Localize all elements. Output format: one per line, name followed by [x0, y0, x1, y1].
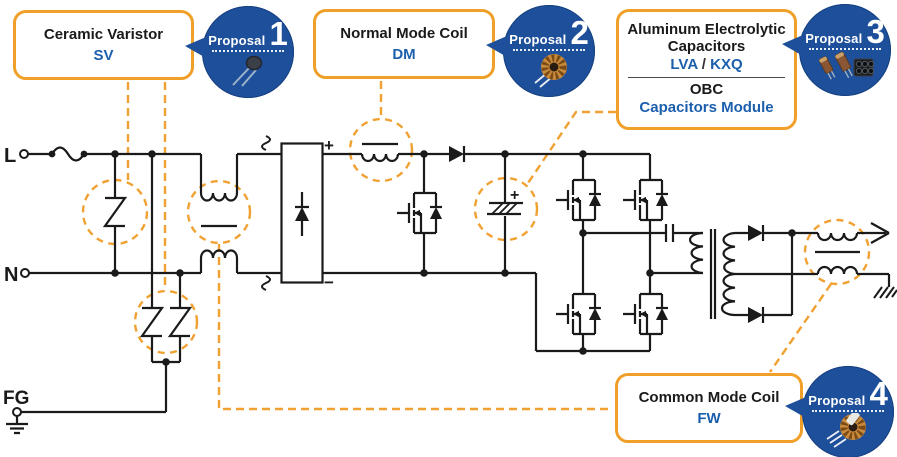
bridge-mosfet-q2	[621, 176, 670, 224]
common-mode-coil-input	[199, 152, 281, 275]
proposal-number: 1	[269, 15, 288, 52]
proposal-label: Proposal	[808, 393, 866, 408]
wire-secondary-bottom	[735, 233, 794, 317]
badge-tail	[486, 36, 507, 57]
badge-tail	[782, 35, 803, 56]
bridge-mosfet-q4	[621, 290, 670, 338]
proposal-number: 3	[866, 13, 885, 50]
callout-series-separator: /	[701, 56, 706, 73]
proposal-number: 4	[869, 375, 888, 412]
badge-dotted-rule	[812, 410, 884, 412]
boost-diode	[447, 144, 466, 164]
callout-title-line1: Aluminum Electrolytic	[627, 21, 786, 38]
callout-title: Common Mode Coil	[638, 389, 780, 406]
output-diode-bottom	[746, 305, 765, 325]
proposal-label: Proposal	[509, 32, 567, 47]
proposal-4-badge: Proposal 4	[785, 366, 894, 457]
bridge-mosfet-q1	[554, 176, 603, 224]
badge-dotted-rule	[809, 48, 881, 50]
proposal-label: Proposal	[208, 33, 266, 48]
transformer-primary	[688, 231, 704, 275]
normal-mode-coil	[360, 142, 400, 163]
chassis-ground-symbol	[873, 286, 897, 299]
connector-proposal4-input-coil	[217, 244, 613, 411]
common-mode-coil-output	[792, 231, 891, 287]
capacitors-photo-icon	[818, 51, 875, 80]
bridge-mosfet-q3	[554, 290, 603, 338]
callout-title-line2: Capacitors	[667, 38, 746, 55]
toroid-coil-photo-icon	[534, 54, 567, 88]
label-neutral-input: N	[4, 264, 18, 286]
connector-proposal4-output-coil	[769, 283, 832, 373]
proposal-number: 2	[570, 14, 589, 51]
ac-tilde-bottom	[261, 275, 271, 291]
callout-title: Ceramic Varistor	[43, 26, 164, 43]
badge-dotted-rule	[513, 49, 585, 51]
varistor-pair-leads	[150, 154, 182, 412]
varistor-lg	[140, 306, 164, 338]
connector-proposal3	[525, 110, 616, 187]
ac-tilde-top	[261, 135, 271, 151]
proposal-3-badge: Proposal 3	[782, 4, 891, 96]
proposal-2-badge: Proposal 2	[486, 5, 595, 97]
output-arrow	[870, 222, 890, 244]
callout-series-b: KXQ	[710, 56, 743, 73]
label-capacitor-plus: +	[510, 187, 519, 204]
wire-dc-minus-rail	[322, 271, 650, 353]
proposal-1-badge: Proposal 1	[185, 6, 294, 98]
varistor-ng	[168, 306, 192, 338]
bridge-rectifier	[280, 142, 324, 284]
callout-series: SV	[93, 47, 114, 64]
label-rectifier-minus: −	[324, 273, 334, 292]
label-frame-ground: FG	[3, 388, 29, 409]
badge-dotted-rule	[212, 50, 284, 52]
pfc-mosfet	[395, 189, 444, 237]
callout-series-a: LVA	[670, 56, 698, 73]
highlight-varistor-pair	[133, 289, 199, 355]
highlight-electrolytic-capacitor	[473, 176, 539, 242]
varistor-photo-icon	[232, 55, 263, 87]
highlight-common-mode-coil-input	[186, 179, 252, 245]
highlight-normal-mode-coil	[348, 117, 414, 183]
proposal-label: Proposal	[805, 31, 863, 46]
label-line-input: L	[4, 145, 16, 167]
highlight-common-mode-coil-output	[803, 218, 871, 286]
common-mode-choke-photo-icon	[826, 410, 866, 448]
output-diode-top	[746, 223, 765, 243]
transformer	[688, 229, 736, 319]
dc-link-capacitor	[487, 154, 523, 273]
fuse	[51, 146, 85, 162]
resonant-capacitor	[664, 224, 675, 242]
badge-tail	[785, 397, 806, 418]
input-terminals	[12, 149, 30, 417]
badge-tail	[185, 37, 206, 58]
callout-divider	[628, 77, 785, 78]
callout-title: Normal Mode Coil	[340, 25, 468, 42]
label-rectifier-plus: +	[324, 136, 334, 155]
transformer-core	[709, 229, 717, 319]
junction-dots	[48, 150, 796, 366]
callout-common-mode-coil: Common Mode Coil FW	[615, 373, 803, 443]
callout-series: FW	[697, 410, 721, 427]
callout-normal-mode-coil: Normal Mode Coil DM	[313, 9, 495, 79]
callout-series: DM	[392, 46, 416, 63]
callout-aluminum-electrolytic-capacitors: Aluminum Electrolytic Capacitors LVA / K…	[616, 9, 797, 130]
callout-module-title: OBC	[689, 81, 724, 98]
varistor-ln	[103, 196, 127, 228]
callout-module-series: Capacitors Module	[639, 99, 774, 116]
transformer-secondary	[720, 231, 736, 317]
earth-ground-symbol	[6, 416, 28, 435]
callout-ceramic-varistor: Ceramic Varistor SV	[13, 10, 194, 80]
